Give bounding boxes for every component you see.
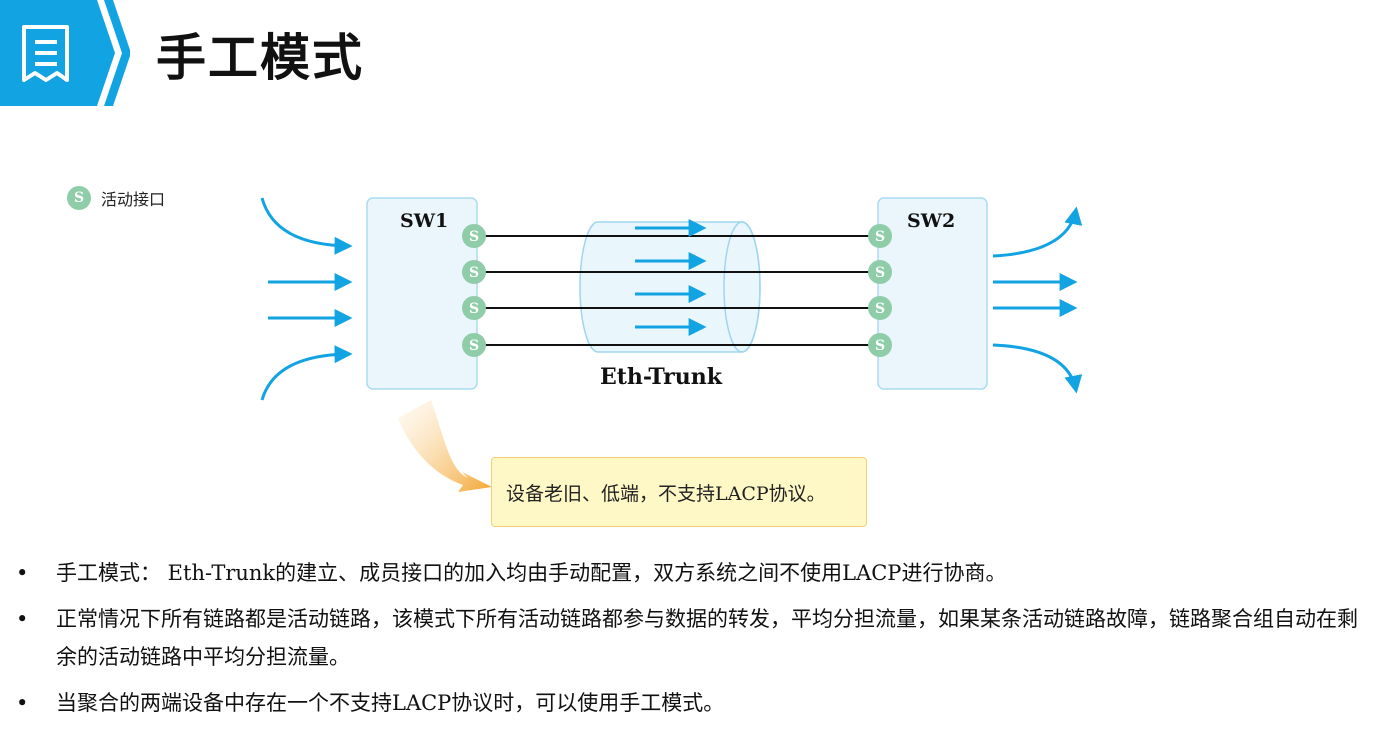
bullet-text: 正常情况下所有链路都是活动链路，该模式下所有活动链路都参与数据的转发，平均分担流… [56, 607, 1358, 669]
member-links [474, 235, 880, 346]
bullet-text: 当聚合的两端设备中存在一个不支持LACP协议时，可以使用手工模式。 [56, 691, 725, 715]
page-title: 手工模式 [156, 29, 364, 87]
sw2-port-label: S [875, 229, 885, 245]
ingress-traffic-arrows [260, 197, 353, 401]
legend-label: 活动接口 [101, 190, 166, 209]
document-list-icon [22, 25, 69, 82]
sw2-port-label: S [875, 301, 885, 317]
eth-trunk-label: Eth-Trunk [600, 364, 723, 390]
switch-sw2-box [877, 197, 988, 390]
bullet-marker: • [16, 607, 29, 631]
legend: S 活动接口 [67, 186, 165, 210]
sw1-port-label: S [469, 229, 479, 245]
sw2-port-label: S [875, 338, 885, 354]
sw1-label: SW1 [400, 210, 449, 232]
bullet-item: • 手工模式： Eth-Trunk的建立、成员接口的加入均由手动配置，双方系统之… [14, 554, 1369, 592]
trunk-tube [579, 221, 761, 353]
sw1-port-label: S [469, 338, 479, 354]
egress-traffic-arrows [992, 206, 1083, 394]
bullet-item: • 当聚合的两端设备中存在一个不支持LACP协议时，可以使用手工模式。 [14, 684, 1369, 722]
bullet-marker: • [16, 561, 29, 585]
trunk-flow-arrows [635, 219, 707, 336]
sw2-ports [868, 224, 892, 357]
eth-trunk-diagram: S S S S S S S S [260, 197, 1083, 492]
sw1-port-label: S [469, 265, 479, 281]
active-port-legend-icon: S [67, 186, 91, 210]
sw2-label: SW2 [907, 210, 956, 232]
bullet-item: • 正常情况下所有链路都是活动链路，该模式下所有活动链路都参与数据的转发，平均分… [14, 600, 1369, 676]
sw1-ports [462, 224, 486, 357]
header-badge [0, 0, 130, 106]
callout-text: 设备老旧、低端，不支持LACP协议。 [506, 482, 826, 505]
sw2-port-label: S [875, 265, 885, 281]
sw1-port-label: S [469, 301, 479, 317]
bullet-list: • 手工模式： Eth-Trunk的建立、成员接口的加入均由手动配置，双方系统之… [14, 554, 1369, 730]
bullet-text: 手工模式： Eth-Trunk的建立、成员接口的加入均由手动配置，双方系统之间不… [56, 561, 1007, 585]
callout-pointer-arrow [398, 400, 492, 492]
switch-sw1-box [366, 197, 478, 390]
bullet-marker: • [16, 691, 29, 715]
callout-box: 设备老旧、低端，不支持LACP协议。 [491, 457, 867, 527]
